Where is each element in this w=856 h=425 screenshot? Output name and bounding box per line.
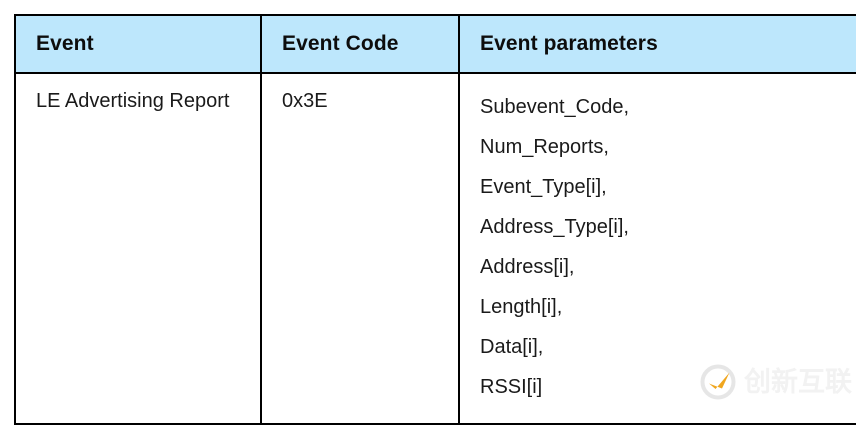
table-body: LE Advertising Report 0x3E Subevent_Code… [14,72,856,425]
list-item: Subevent_Code, [480,96,630,118]
table-header-row: Event Event Code Event parameters [14,14,856,74]
cell-event-name: LE Advertising Report [14,72,262,425]
list-item: Address[i], [480,256,575,278]
list-item: Data[i], [480,336,544,358]
column-header-event-code: Event Code [260,14,460,74]
column-header-event: Event [14,14,262,74]
list-item: Num_Reports, [480,136,609,158]
table-row: LE Advertising Report 0x3E Subevent_Code… [14,72,856,425]
list-item: Length[i], [480,296,563,318]
event-spec-table: Event Event Code Event parameters LE Adv… [14,14,856,425]
event-parameter-list: Subevent_Code, Num_Reports, Event_Type[i… [480,87,856,407]
list-item: Event_Type[i], [480,176,607,198]
table-header: Event Event Code Event parameters [14,14,856,74]
cell-event-code: 0x3E [260,72,460,425]
list-item: RSSI[i] [480,376,543,398]
list-item: Address_Type[i], [480,216,629,238]
cell-event-parameters: Subevent_Code, Num_Reports, Event_Type[i… [458,72,856,425]
column-header-event-parameters: Event parameters [458,14,856,74]
